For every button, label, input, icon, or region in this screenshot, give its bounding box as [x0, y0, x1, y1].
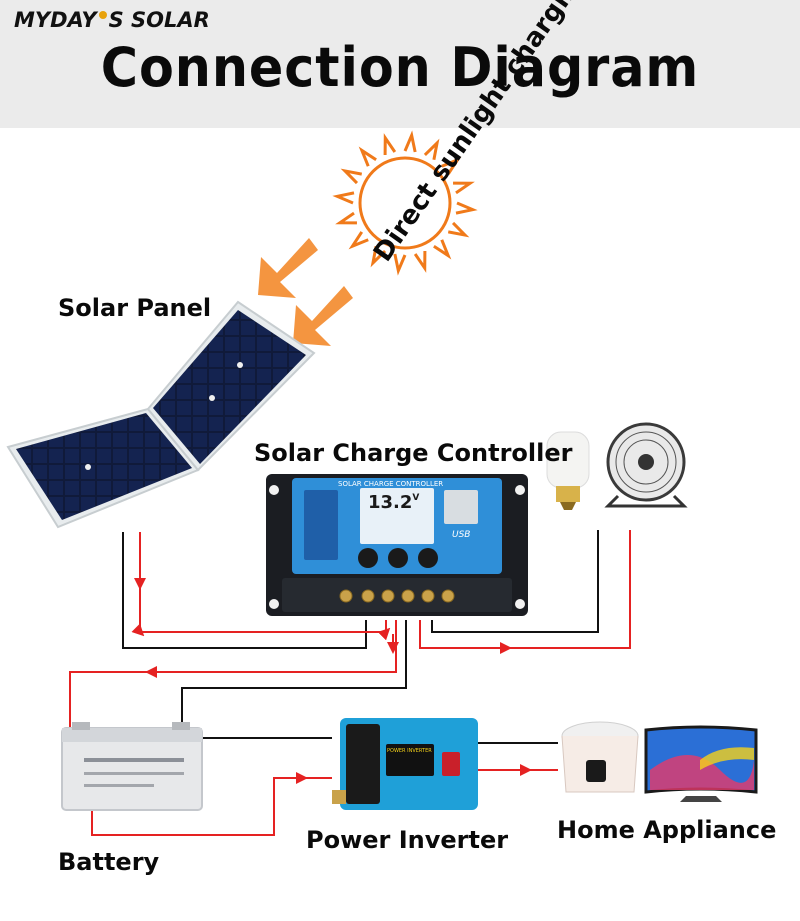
brand-sun-dot: [98, 11, 107, 19]
panel-wires: [122, 532, 391, 649]
sun-ray: [332, 191, 355, 205]
inverter-wires: [91, 737, 332, 836]
sun-ray: [441, 156, 462, 175]
inverter-label: Power Inverter: [306, 826, 509, 854]
bulb-icon: [546, 431, 590, 510]
sun-ray: [348, 231, 369, 250]
voltage-unit: V: [412, 493, 420, 503]
charge-controller: [266, 474, 528, 616]
battery-label: Battery: [58, 848, 160, 876]
voltage-value: 13.2: [368, 492, 413, 513]
page-title: Connection Diagram: [100, 36, 700, 99]
appliance-label: Home Appliance: [557, 816, 777, 844]
header-banner: [0, 0, 800, 128]
controller-voltage-display: 13.2V: [368, 492, 419, 513]
solar-panel-label: Solar Panel: [58, 294, 212, 322]
sun-ray: [423, 138, 440, 161]
sunlight-arrow-icon: [258, 238, 353, 346]
sun-ray: [393, 253, 407, 276]
controller-usb-label: USB: [452, 530, 471, 540]
sun-ray: [413, 251, 427, 273]
controller-brand-text: SOLAR CHARGE CONTROLLER: [338, 480, 444, 488]
sun-ray: [370, 245, 387, 268]
sun-ray: [335, 211, 357, 225]
battery-wires: [69, 620, 407, 728]
battery-icon: [61, 722, 203, 811]
sun-ray: [383, 133, 397, 155]
sun-ray: [453, 181, 475, 195]
solar-panel-icon: [6, 300, 316, 529]
sun-ray: [433, 239, 452, 260]
appliance-wires: [478, 742, 558, 776]
load-wires: [419, 530, 631, 654]
sun-ray: [358, 146, 377, 167]
inverter-brand-text: POWER INVERTER: [387, 748, 432, 754]
sun-ray: [403, 130, 417, 153]
inverter-icon: [332, 718, 478, 810]
sun-ray: [447, 221, 470, 238]
sun-icon: [332, 130, 478, 276]
fan-icon: [604, 422, 688, 508]
tv-icon: [644, 725, 758, 802]
rice-cooker-icon: [561, 721, 639, 793]
sun-ray: [455, 201, 478, 215]
sun-ray: [340, 168, 363, 185]
controller-label: Solar Charge Controller: [254, 439, 573, 467]
